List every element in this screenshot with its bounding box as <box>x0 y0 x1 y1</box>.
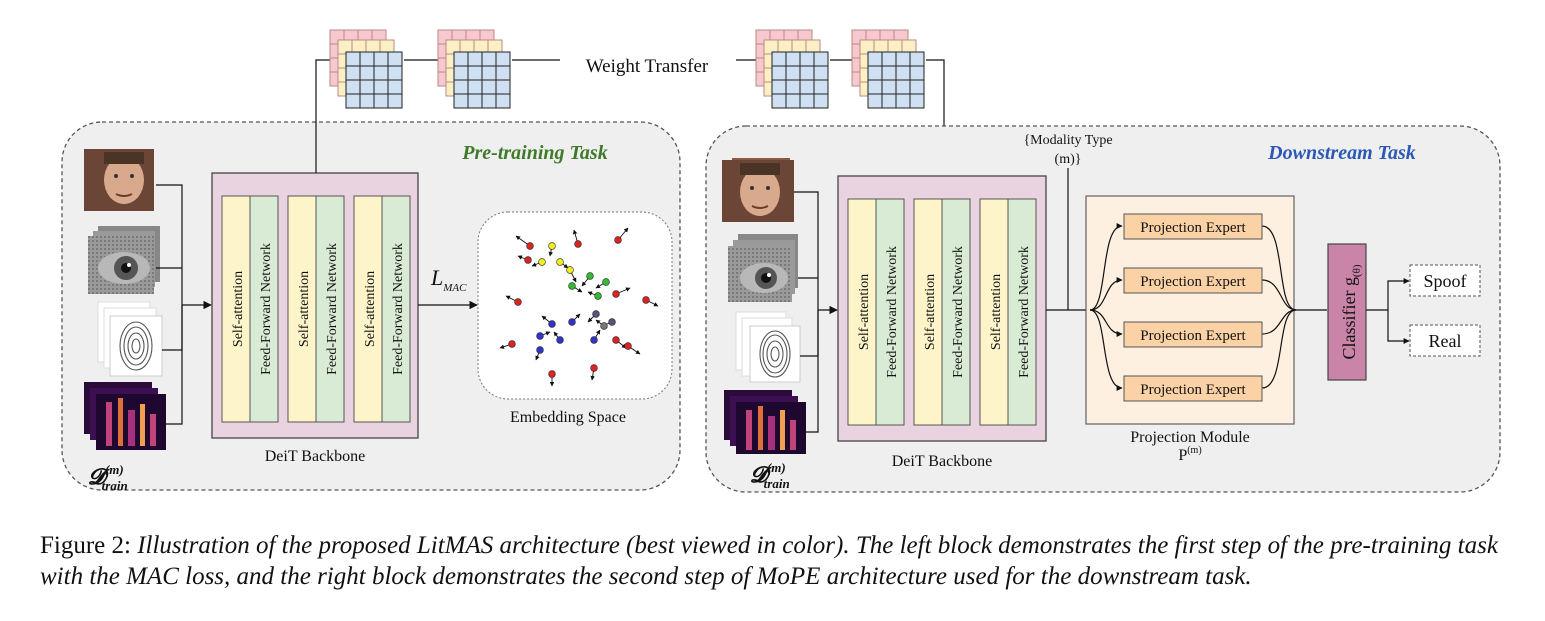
embedding-point <box>548 242 556 257</box>
embedding-point <box>517 255 532 264</box>
embedding-point <box>556 258 569 269</box>
projection-expert-2: Projection Expert <box>1123 267 1263 294</box>
embedding-point <box>612 336 627 349</box>
output-real: Real <box>1409 324 1481 357</box>
ds-face-image-stack <box>722 158 794 222</box>
output-connectors <box>1366 278 1410 344</box>
embedding-point <box>499 340 516 349</box>
svg-text:Real: Real <box>1429 331 1462 351</box>
spectrogram-image-stack <box>84 382 166 450</box>
downstream-panel: Downstream Task {Modality Type (m)} <box>705 125 1501 493</box>
svg-text:Projection Expert: Projection Expert <box>1140 220 1246 236</box>
ds-fingerprint-image-stack <box>735 311 801 383</box>
ds-ffn-label-3: Feed-Forward Network <box>1017 246 1032 378</box>
output-spoof: Spoof <box>1409 264 1481 297</box>
embedding-point <box>624 342 641 355</box>
embedding-points <box>499 227 659 387</box>
embedding-point <box>505 295 522 306</box>
projection-expert-1: Projection Expert <box>1123 213 1263 240</box>
ds-sa-label-3: Self-attention <box>989 274 1004 350</box>
embedding-point <box>595 319 608 330</box>
embedding-point <box>553 331 564 344</box>
embedding-point <box>566 266 577 283</box>
modality-type-line2: (m)} <box>1055 152 1082 167</box>
pt-sa-label-3: Self-attention <box>363 271 378 347</box>
pt-ffn-label-3: Feed-Forward Network <box>391 243 406 375</box>
embedding-point <box>590 364 598 381</box>
classifier-label: Classifier g(θ) <box>1339 264 1363 359</box>
modality-type-line1: {Modality Type <box>1023 133 1112 148</box>
pretraining-panel: Pre-training Task <box>61 121 681 493</box>
iris-image-stack <box>88 226 160 294</box>
embedding-point <box>535 346 544 361</box>
pretraining-title: Pre-training Task <box>461 142 607 164</box>
pt-ffn-label-1: Feed-Forward Network <box>259 243 274 375</box>
weight-grid-4-layer-3 <box>867 51 925 109</box>
svg-text:Projection Expert: Projection Expert <box>1140 274 1246 290</box>
embedding-point <box>568 313 581 326</box>
ds-spectrogram-image-stack <box>724 390 806 454</box>
downstream-backbone-label: DeiT Backbone <box>892 453 993 470</box>
embedding-point <box>601 318 616 327</box>
downstream-dataset-label: 𝓓(m)train <box>750 460 790 491</box>
ds-iris-image-stack <box>728 234 798 302</box>
weight-transfer-label: Weight Transfer <box>586 56 709 77</box>
pt-sa-label-2: Self-attention <box>297 271 312 347</box>
ds-sa-label-1: Self-attention <box>857 274 872 350</box>
projection-module-symbol: P(m) <box>1178 445 1201 464</box>
ds-sa-label-2: Self-attention <box>923 274 938 350</box>
weight-transfer: Weight Transfer <box>315 29 949 173</box>
downstream-title: Downstream Task <box>1267 142 1416 164</box>
weight-matrix-grids <box>329 29 925 109</box>
embedding-point <box>590 329 601 344</box>
embedding-point <box>541 315 556 328</box>
pretraining-backbone-label: DeiT Backbone <box>265 448 366 465</box>
expert-routing-curves <box>1089 223 1297 391</box>
embedding-space <box>477 211 673 400</box>
mac-loss-label: LMAC <box>430 265 467 294</box>
caption-body: Illustration of the proposed LitMAS arch… <box>40 532 1498 590</box>
pretraining-backbone: Self-attention Feed-Forward Network Self… <box>211 172 419 439</box>
svg-text:Projection Expert: Projection Expert <box>1140 382 1246 398</box>
svg-text:Spoof: Spoof <box>1423 271 1466 291</box>
embedding-point <box>531 258 546 267</box>
embedding-point <box>581 272 594 287</box>
projection-expert-3: Projection Expert <box>1123 321 1263 348</box>
weight-grid-2-layer-3 <box>453 51 511 109</box>
pretraining-dataset-label: 𝓓(m)train <box>88 462 128 493</box>
face-image-stack <box>84 149 154 211</box>
embedding-point <box>642 296 659 307</box>
pt-sa-label-1: Self-attention <box>231 271 246 347</box>
projection-module-label: Projection Module <box>1130 429 1250 446</box>
weight-grid-1-layer-3 <box>345 51 403 109</box>
figure-caption: Figure 2: Illustration of the proposed L… <box>40 530 1510 592</box>
pretraining-input-connectors <box>156 184 212 425</box>
downstream-input-connectors <box>794 191 838 433</box>
embedding-point <box>536 331 551 340</box>
pt-ffn-label-2: Feed-Forward Network <box>325 243 340 375</box>
projection-module: Projection Expert Projection Expert Proj… <box>1085 195 1297 425</box>
caption-prefix: Figure 2: <box>40 532 138 559</box>
ds-ffn-label-1: Feed-Forward Network <box>885 246 900 378</box>
embedding-point <box>587 291 602 300</box>
embedding-point <box>572 229 582 248</box>
weight-grid-3-layer-3 <box>771 51 829 109</box>
architecture-diagram: Pre-training Task <box>61 29 1501 493</box>
embedding-point <box>568 282 583 293</box>
embedding-point <box>548 370 556 387</box>
embedding-space-label: Embedding Space <box>510 409 626 426</box>
fingerprint-image-stack <box>97 301 163 377</box>
projection-expert-4: Projection Expert <box>1123 375 1263 402</box>
embedding-point <box>587 310 600 323</box>
downstream-backbone: Self-attention Feed-Forward Network Self… <box>837 175 1047 442</box>
embedding-point <box>515 235 534 250</box>
svg-text:Projection Expert: Projection Expert <box>1140 328 1246 344</box>
ds-ffn-label-2: Feed-Forward Network <box>951 246 966 378</box>
classifier: Classifier g(θ) <box>1327 243 1367 381</box>
embedding-point <box>612 287 631 298</box>
embedding-point <box>614 227 629 244</box>
embedding-point <box>595 278 610 289</box>
